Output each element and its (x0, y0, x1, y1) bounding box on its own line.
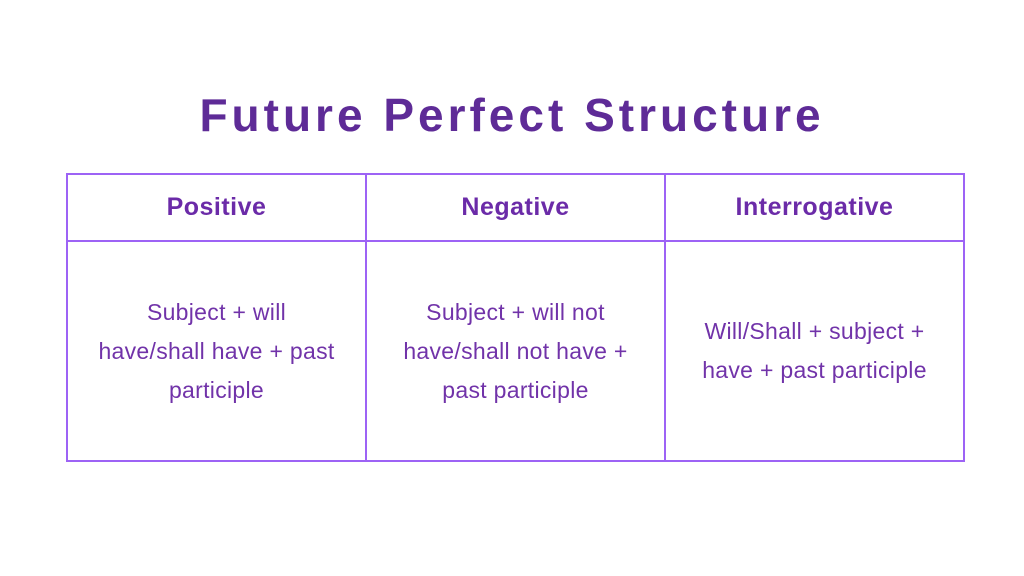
table-header-row: Positive Negative Interrogative (66, 173, 965, 242)
column-header-negative: Negative (365, 173, 666, 242)
table-row: Subject + will have/shall have + past pa… (66, 240, 965, 462)
cell-negative-structure: Subject + will not have/shall not have +… (365, 240, 666, 462)
page-title: Future Perfect Structure (199, 89, 825, 141)
cell-positive-structure: Subject + will have/shall have + past pa… (66, 240, 367, 462)
structure-table: Positive Negative Interrogative Subject … (66, 173, 965, 462)
cell-interrogative-structure: Will/Shall + subject + have + past parti… (664, 240, 965, 462)
column-header-interrogative: Interrogative (664, 173, 965, 242)
column-header-positive: Positive (66, 173, 367, 242)
table-body: Subject + will have/shall have + past pa… (66, 240, 965, 462)
